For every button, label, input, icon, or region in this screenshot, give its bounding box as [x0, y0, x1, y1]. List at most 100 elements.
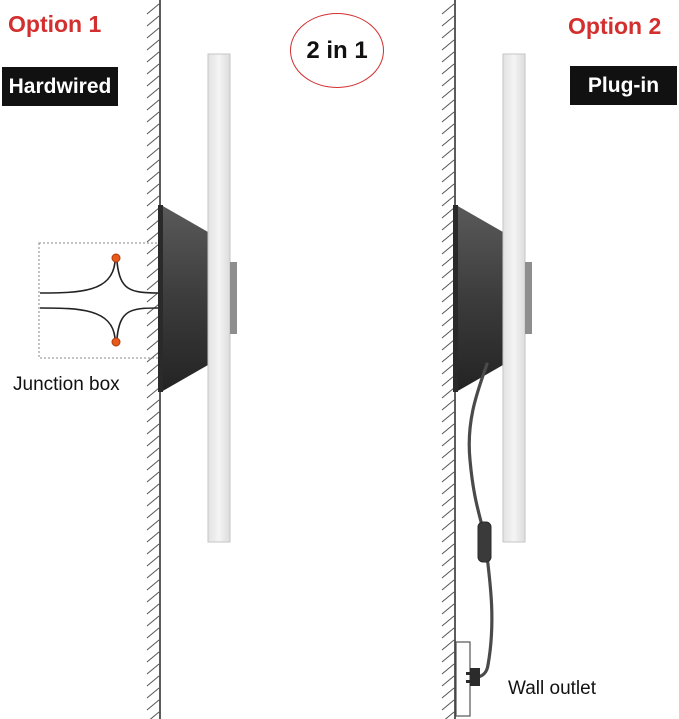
hatch-line: [441, 495, 455, 507]
hatch-line: [146, 675, 160, 687]
hatch-line: [441, 399, 455, 411]
hatch-line: [441, 279, 455, 291]
wall-hatch-right: [441, 3, 455, 719]
hatch-line: [441, 531, 455, 543]
hatch-line: [146, 579, 160, 591]
hatch-line: [146, 615, 160, 627]
wire-tip-bottom: [111, 337, 121, 347]
hatch-line: [441, 687, 455, 699]
hatch-line: [441, 135, 455, 147]
hatch-line: [146, 171, 160, 183]
plugin-badge: Plug-in: [570, 66, 677, 105]
hatch-line: [146, 315, 160, 327]
two-in-one-badge: 2 in 1: [290, 13, 384, 88]
hatch-line: [441, 339, 455, 351]
hatch-line: [441, 231, 455, 243]
hatch-line: [441, 3, 455, 15]
hatch-line: [146, 339, 160, 351]
hatch-line: [441, 147, 455, 159]
hatch-line: [441, 651, 455, 663]
hatch-line: [441, 411, 455, 423]
hatch-line: [441, 519, 455, 531]
option-1-title: Option 1: [8, 11, 102, 37]
hatch-line: [441, 603, 455, 615]
hatch-line: [146, 471, 160, 483]
hatch-line: [146, 303, 160, 315]
wall-mount-cone-right: [453, 205, 503, 392]
hatch-line: [146, 135, 160, 147]
hatch-line: [441, 159, 455, 171]
hatch-line: [441, 555, 455, 567]
hatch-line: [146, 519, 160, 531]
hatch-line: [146, 567, 160, 579]
hatch-line: [146, 327, 160, 339]
hatch-line: [441, 483, 455, 495]
hatch-line: [441, 567, 455, 579]
hatch-line: [441, 579, 455, 591]
hatch-line: [146, 255, 160, 267]
wall-outlet-label: Wall outlet: [508, 678, 596, 699]
hatch-line: [441, 315, 455, 327]
hatch-line: [441, 195, 455, 207]
hatch-line: [146, 111, 160, 123]
hatch-line: [146, 531, 160, 543]
option-2-title: Option 2: [568, 13, 662, 39]
hatch-line: [146, 507, 160, 519]
hatch-line: [146, 699, 160, 711]
hatch-line: [441, 303, 455, 315]
hatch-line: [441, 51, 455, 63]
wire-tip-top: [111, 253, 121, 263]
hatch-line: [441, 387, 455, 399]
hatch-line: [441, 615, 455, 627]
hatch-line: [146, 267, 160, 279]
hatch-line: [441, 675, 455, 687]
hatch-line: [146, 219, 160, 231]
hatch-line: [146, 351, 160, 363]
light-panel-left: [207, 53, 237, 543]
hatch-line: [441, 219, 455, 231]
hatch-line: [146, 651, 160, 663]
hatch-line: [146, 207, 160, 219]
hatch-line: [146, 231, 160, 243]
hatch-line: [441, 363, 455, 375]
hatch-line: [146, 423, 160, 435]
hatch-line: [441, 255, 455, 267]
hatch-line: [146, 435, 160, 447]
hatch-line: [146, 63, 160, 75]
hatch-line: [146, 147, 160, 159]
junction-box-outline: [38, 242, 160, 359]
hatch-line: [146, 543, 160, 555]
hatch-line: [146, 459, 160, 471]
junction-box-label: Junction box: [13, 374, 120, 395]
wall-hatch-left: [146, 3, 160, 719]
hatch-line: [146, 495, 160, 507]
hatch-line: [441, 267, 455, 279]
wall-outlet-plug-icon: [455, 641, 480, 717]
hatch-line: [441, 183, 455, 195]
hatch-line: [444, 711, 455, 719]
hatch-line: [441, 171, 455, 183]
hatch-line: [146, 159, 160, 171]
power-cord-icon: [467, 362, 494, 679]
hatch-line: [441, 207, 455, 219]
hatch-line: [146, 483, 160, 495]
hatch-line: [441, 327, 455, 339]
hatch-line: [441, 591, 455, 603]
wall-mount-cone-left: [158, 205, 208, 392]
hatch-line: [146, 243, 160, 255]
hatch-line: [441, 543, 455, 555]
hatch-line: [146, 39, 160, 51]
hatch-line: [146, 375, 160, 387]
hatch-line: [441, 87, 455, 99]
hatch-line: [146, 195, 160, 207]
hatch-line: [441, 627, 455, 639]
hatch-line: [146, 639, 160, 651]
hatch-line: [146, 603, 160, 615]
light-panel-right: [502, 53, 532, 543]
hatch-line: [441, 375, 455, 387]
hatch-line: [146, 591, 160, 603]
hatch-line: [441, 447, 455, 459]
hatch-line: [146, 123, 160, 135]
hatch-line: [441, 699, 455, 711]
